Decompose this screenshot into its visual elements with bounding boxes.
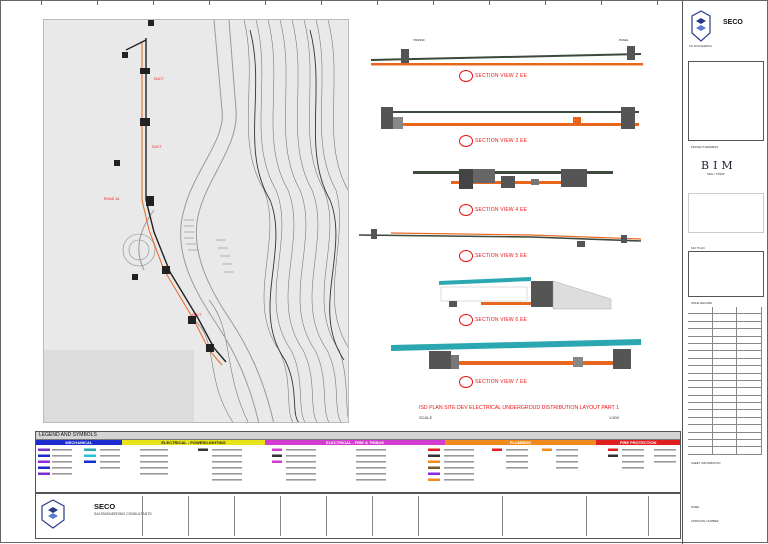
bim-stamp-sub: SEAL / STAMP	[707, 173, 725, 176]
section-views-drawing: TRANSF PANEL	[358, 38, 643, 369]
sheet-sidebar: SECO SAI ENGINEERING PROJECT ADDRESS BIM…	[682, 1, 768, 544]
sidebar-logo-icon	[691, 10, 711, 42]
section-view-2: TRANSF PANEL	[371, 38, 643, 66]
title-cell-8	[502, 496, 586, 536]
svg-text:ROAD 1A: ROAD 1A	[104, 197, 120, 201]
section-title-3: SECTION VIEW 3 EE	[458, 135, 528, 147]
section-title-7: SECTION VIEW 7 EE	[458, 376, 528, 388]
section-title-5: SECTION VIEW 5 EE	[458, 250, 528, 262]
legend-symbols	[36, 445, 680, 493]
svg-text:DUCT: DUCT	[154, 77, 165, 81]
issue-record-table	[688, 307, 763, 455]
title-cell-3	[234, 496, 280, 536]
legend-category-plumbing: PLUMBING	[444, 440, 597, 445]
site-plan-drawing: ROAD 1A DUCT DUCT DUCT	[44, 20, 348, 422]
sheet-information-label: SHEET INFORMATION	[691, 461, 721, 465]
title-block: SECO SAI ENGINEERING CONSULTANTS	[35, 493, 681, 539]
project-info-box	[688, 61, 764, 141]
legend-category-fire-tribus: ELECTRICAL - FIRE & TRIBUS	[265, 440, 445, 445]
key-plan-label: KEY PLAN	[691, 246, 705, 250]
section-view-5	[358, 229, 642, 247]
notes-box	[688, 193, 764, 233]
title-block-company-sub: SAI ENGINEERING CONSULTANTS	[94, 512, 152, 516]
svg-text:DUCT: DUCT	[152, 145, 163, 149]
legend-symbol-grid	[38, 448, 676, 481]
title-cell-10	[648, 496, 682, 536]
bim-stamp: BIM	[701, 159, 737, 172]
title-cell-7	[418, 496, 502, 536]
title-cell-4	[280, 496, 326, 536]
project-address-label: PROJECT ADDRESS	[691, 145, 719, 149]
section-view-7	[391, 339, 641, 369]
title-block-company: SECO	[94, 502, 116, 511]
svg-text:TRANSF: TRANSF	[413, 38, 425, 42]
section-view-6	[439, 277, 612, 310]
title-cell-2	[188, 496, 234, 536]
drawing-title-text: ISD PLAN SITE DEV ELECTRICAL UNDERGROUD …	[419, 405, 619, 411]
legend-category-fire-protection: FIRE PROTECTION	[596, 440, 680, 445]
title-cell-5	[326, 496, 372, 536]
title-cell-9	[586, 496, 648, 536]
key-plan-box	[688, 251, 764, 297]
section-title-2: SECTION VIEW 2 EE	[458, 70, 528, 82]
section-title-4: SECTION VIEW 4 EE	[458, 204, 528, 216]
title-cell-1	[142, 496, 188, 536]
section-title-6: SECTION VIEW 6 EE	[458, 314, 528, 326]
company-logo-icon	[41, 499, 65, 529]
svg-text:DUCT: DUCT	[192, 313, 203, 317]
sidebar-company: SECO	[723, 19, 743, 26]
approval-number-label: APPROVAL NUMBER	[691, 519, 719, 523]
title-cell-6	[372, 496, 418, 536]
section-views: TRANSF PANEL	[351, 19, 681, 423]
site-plan: ROAD 1A DUCT DUCT DUCT	[43, 19, 349, 423]
scale-value: 1:500	[609, 415, 620, 420]
drawing-title: ISD PLAN SITE DEV ELECTRICAL UNDERGROUD …	[419, 405, 619, 420]
svg-text:PANEL: PANEL	[619, 38, 629, 42]
legend-panel: LEGEND AND SYMBOLS MECHANICAL ELECTRICAL…	[35, 431, 681, 493]
scale-label: SCALE	[419, 415, 433, 420]
issue-record-label: ISSUE RECORD	[691, 301, 713, 305]
legend-categories: MECHANICAL ELECTRICAL - POWER/LIGHTING E…	[36, 440, 680, 445]
legend-header: LEGEND AND SYMBOLS	[36, 432, 680, 440]
legend-category-power: ELECTRICAL - POWER/LIGHTING	[121, 440, 266, 445]
sidebar-logo-sub: SAI ENGINEERING	[689, 45, 713, 48]
section-view-3	[381, 107, 639, 129]
sheet-name-label: NAME:	[691, 505, 700, 509]
legend-category-mechanical: MECHANICAL	[36, 440, 122, 445]
section-view-4	[413, 169, 613, 189]
